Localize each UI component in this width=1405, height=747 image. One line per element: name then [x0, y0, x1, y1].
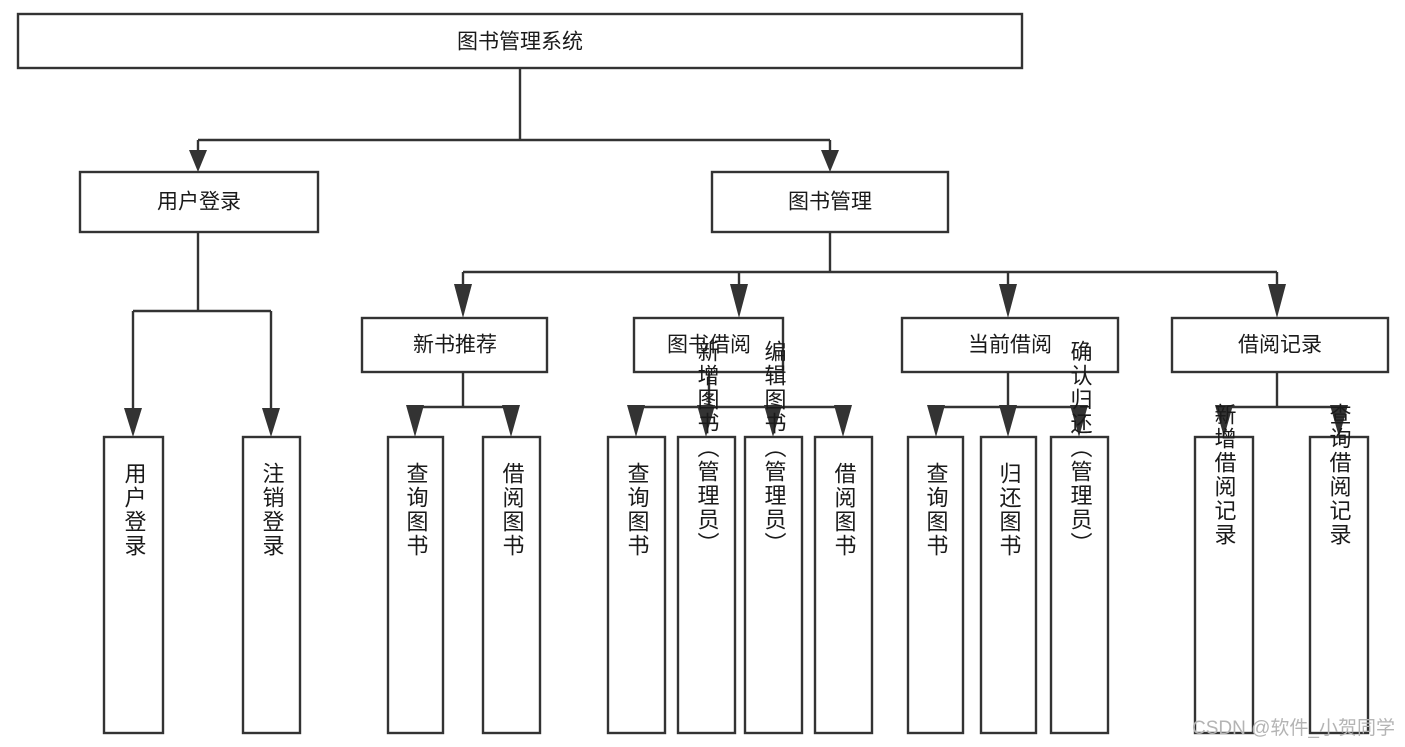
- node-borrow-record-box[interactable]: [1170, 316, 1390, 374]
- arrow-userlogin-leaf-2: [262, 408, 280, 437]
- node-leaf-query-book-2-box[interactable]: [606, 435, 667, 735]
- arrow-bookmgmt-to-new-book: [454, 284, 472, 318]
- node-root-box[interactable]: [16, 12, 1024, 70]
- node-leaf-add-record[interactable]: 新增借阅记录: [1193, 403, 1255, 735]
- node-leaf-return-book-box[interactable]: [979, 435, 1038, 735]
- arrow-bookmgmt-to-record: [1268, 284, 1286, 318]
- node-leaf-query-book-1-box[interactable]: [386, 435, 445, 735]
- node-current-borrow[interactable]: 当前借阅: [900, 316, 1120, 374]
- arrow-currentborrow-leaf-1: [927, 405, 945, 437]
- arrow-bookborrow-leaf-3: [764, 405, 782, 437]
- arrow-borrowrecord-leaf-1: [1215, 405, 1233, 437]
- node-new-book-recommend[interactable]: 新书推荐: [360, 316, 549, 374]
- node-root[interactable]: 图书管理系统: [16, 12, 1024, 70]
- arrow-bookborrow-leaf-4: [834, 405, 852, 437]
- arrow-newbook-leaf-2: [502, 405, 520, 437]
- arrow-userlogin-leaf-1: [124, 408, 142, 437]
- node-leaf-borrow-book-2-label: 借阅图书: [832, 462, 857, 558]
- node-user-login-box[interactable]: [78, 170, 320, 234]
- node-leaf-query-book-2[interactable]: 查询图书: [606, 435, 667, 735]
- node-new-book-recommend-label: 新书推荐: [413, 334, 497, 357]
- node-leaf-query-book-2-label: 查询图书: [625, 462, 650, 558]
- node-borrow-record[interactable]: 借阅记录: [1170, 316, 1390, 374]
- node-new-book-recommend-box[interactable]: [360, 316, 549, 374]
- node-leaf-borrow-book-2-box[interactable]: [813, 435, 874, 735]
- arrow-root-to-user-login: [189, 150, 207, 172]
- node-leaf-user-logout-box[interactable]: [241, 435, 302, 735]
- node-leaf-edit-book-box[interactable]: [743, 435, 804, 735]
- node-book-borrow-box[interactable]: [632, 316, 785, 374]
- arrow-newbook-leaf-1: [406, 405, 424, 437]
- node-leaf-query-book-1-label: 查询图书: [404, 462, 429, 558]
- node-leaf-add-record-box[interactable]: [1193, 435, 1255, 735]
- node-leaf-return-book-label: 归还图书: [997, 462, 1022, 558]
- node-leaf-query-book-3-label: 查询图书: [924, 462, 949, 558]
- node-leaf-borrow-book-1-box[interactable]: [481, 435, 542, 735]
- node-leaf-add-book-box[interactable]: [676, 435, 737, 735]
- arrow-borrowrecord-leaf-2: [1330, 405, 1348, 437]
- arrow-bookmgmt-to-current: [999, 284, 1017, 318]
- node-leaf-borrow-book-2[interactable]: 借阅图书: [813, 435, 874, 735]
- node-leaf-return-book[interactable]: 归还图书: [979, 435, 1038, 735]
- node-leaf-add-book[interactable]: 新增图书（管理员）: [676, 340, 737, 735]
- node-leaf-query-record-label: 查询借阅记录: [1327, 403, 1352, 547]
- node-leaf-query-book-3[interactable]: 查询图书: [906, 435, 965, 735]
- node-leaf-user-login[interactable]: 用户登录: [102, 435, 165, 735]
- node-root-label: 图书管理系统: [457, 31, 583, 54]
- node-leaf-confirm-return-label: 确认归还（管理员）: [1068, 340, 1093, 556]
- node-leaf-edit-book-label: 编辑图书（管理员）: [762, 340, 787, 556]
- node-leaf-query-record[interactable]: 查询借阅记录: [1308, 403, 1370, 735]
- node-leaf-query-record-box[interactable]: [1308, 435, 1370, 735]
- node-leaf-user-login-label: 用户登录: [122, 462, 147, 558]
- node-leaf-add-book-label: 新增图书（管理员）: [695, 340, 720, 556]
- connector-layer: [124, 68, 1348, 437]
- node-book-management-label: 图书管理: [788, 191, 872, 214]
- arrow-bookborrow-leaf-2: [697, 405, 715, 437]
- node-leaf-user-login-box[interactable]: [102, 435, 165, 735]
- node-leaf-add-record-label: 新增借阅记录: [1212, 403, 1237, 547]
- node-leaf-confirm-return-box[interactable]: [1049, 435, 1110, 735]
- node-book-management-box[interactable]: [710, 170, 950, 234]
- node-leaf-confirm-return[interactable]: 确认归还（管理员）: [1049, 340, 1110, 735]
- node-leaf-query-book-3-box[interactable]: [906, 435, 965, 735]
- arrow-bookborrow-leaf-1: [627, 405, 645, 437]
- node-leaf-edit-book[interactable]: 编辑图书（管理员）: [743, 340, 804, 735]
- arrow-bookmgmt-to-borrow: [730, 284, 748, 318]
- watermark-label: CSDN @软件_小贺同学: [1192, 717, 1395, 739]
- node-user-login-label: 用户登录: [157, 191, 241, 214]
- node-leaf-query-book-1[interactable]: 查询图书: [386, 435, 445, 735]
- node-leaf-borrow-book-1[interactable]: 借阅图书: [481, 435, 542, 735]
- node-leaf-borrow-book-1-label: 借阅图书: [500, 462, 525, 558]
- arrow-currentborrow-leaf-3: [1070, 405, 1088, 437]
- node-user-login[interactable]: 用户登录: [78, 170, 320, 234]
- node-book-management[interactable]: 图书管理: [710, 170, 950, 234]
- node-borrow-record-label: 借阅记录: [1238, 334, 1322, 357]
- node-book-borrow-label: 图书借阅: [667, 334, 751, 357]
- arrow-root-to-book-mgmt: [821, 150, 839, 172]
- arrow-currentborrow-leaf-2: [999, 405, 1017, 437]
- node-leaf-user-logout-label: 注销登录: [260, 462, 285, 558]
- node-book-borrow[interactable]: 图书借阅: [632, 316, 785, 374]
- node-leaf-user-logout[interactable]: 注销登录: [241, 435, 302, 735]
- node-current-borrow-label: 当前借阅: [968, 334, 1052, 357]
- node-current-borrow-box[interactable]: [900, 316, 1120, 374]
